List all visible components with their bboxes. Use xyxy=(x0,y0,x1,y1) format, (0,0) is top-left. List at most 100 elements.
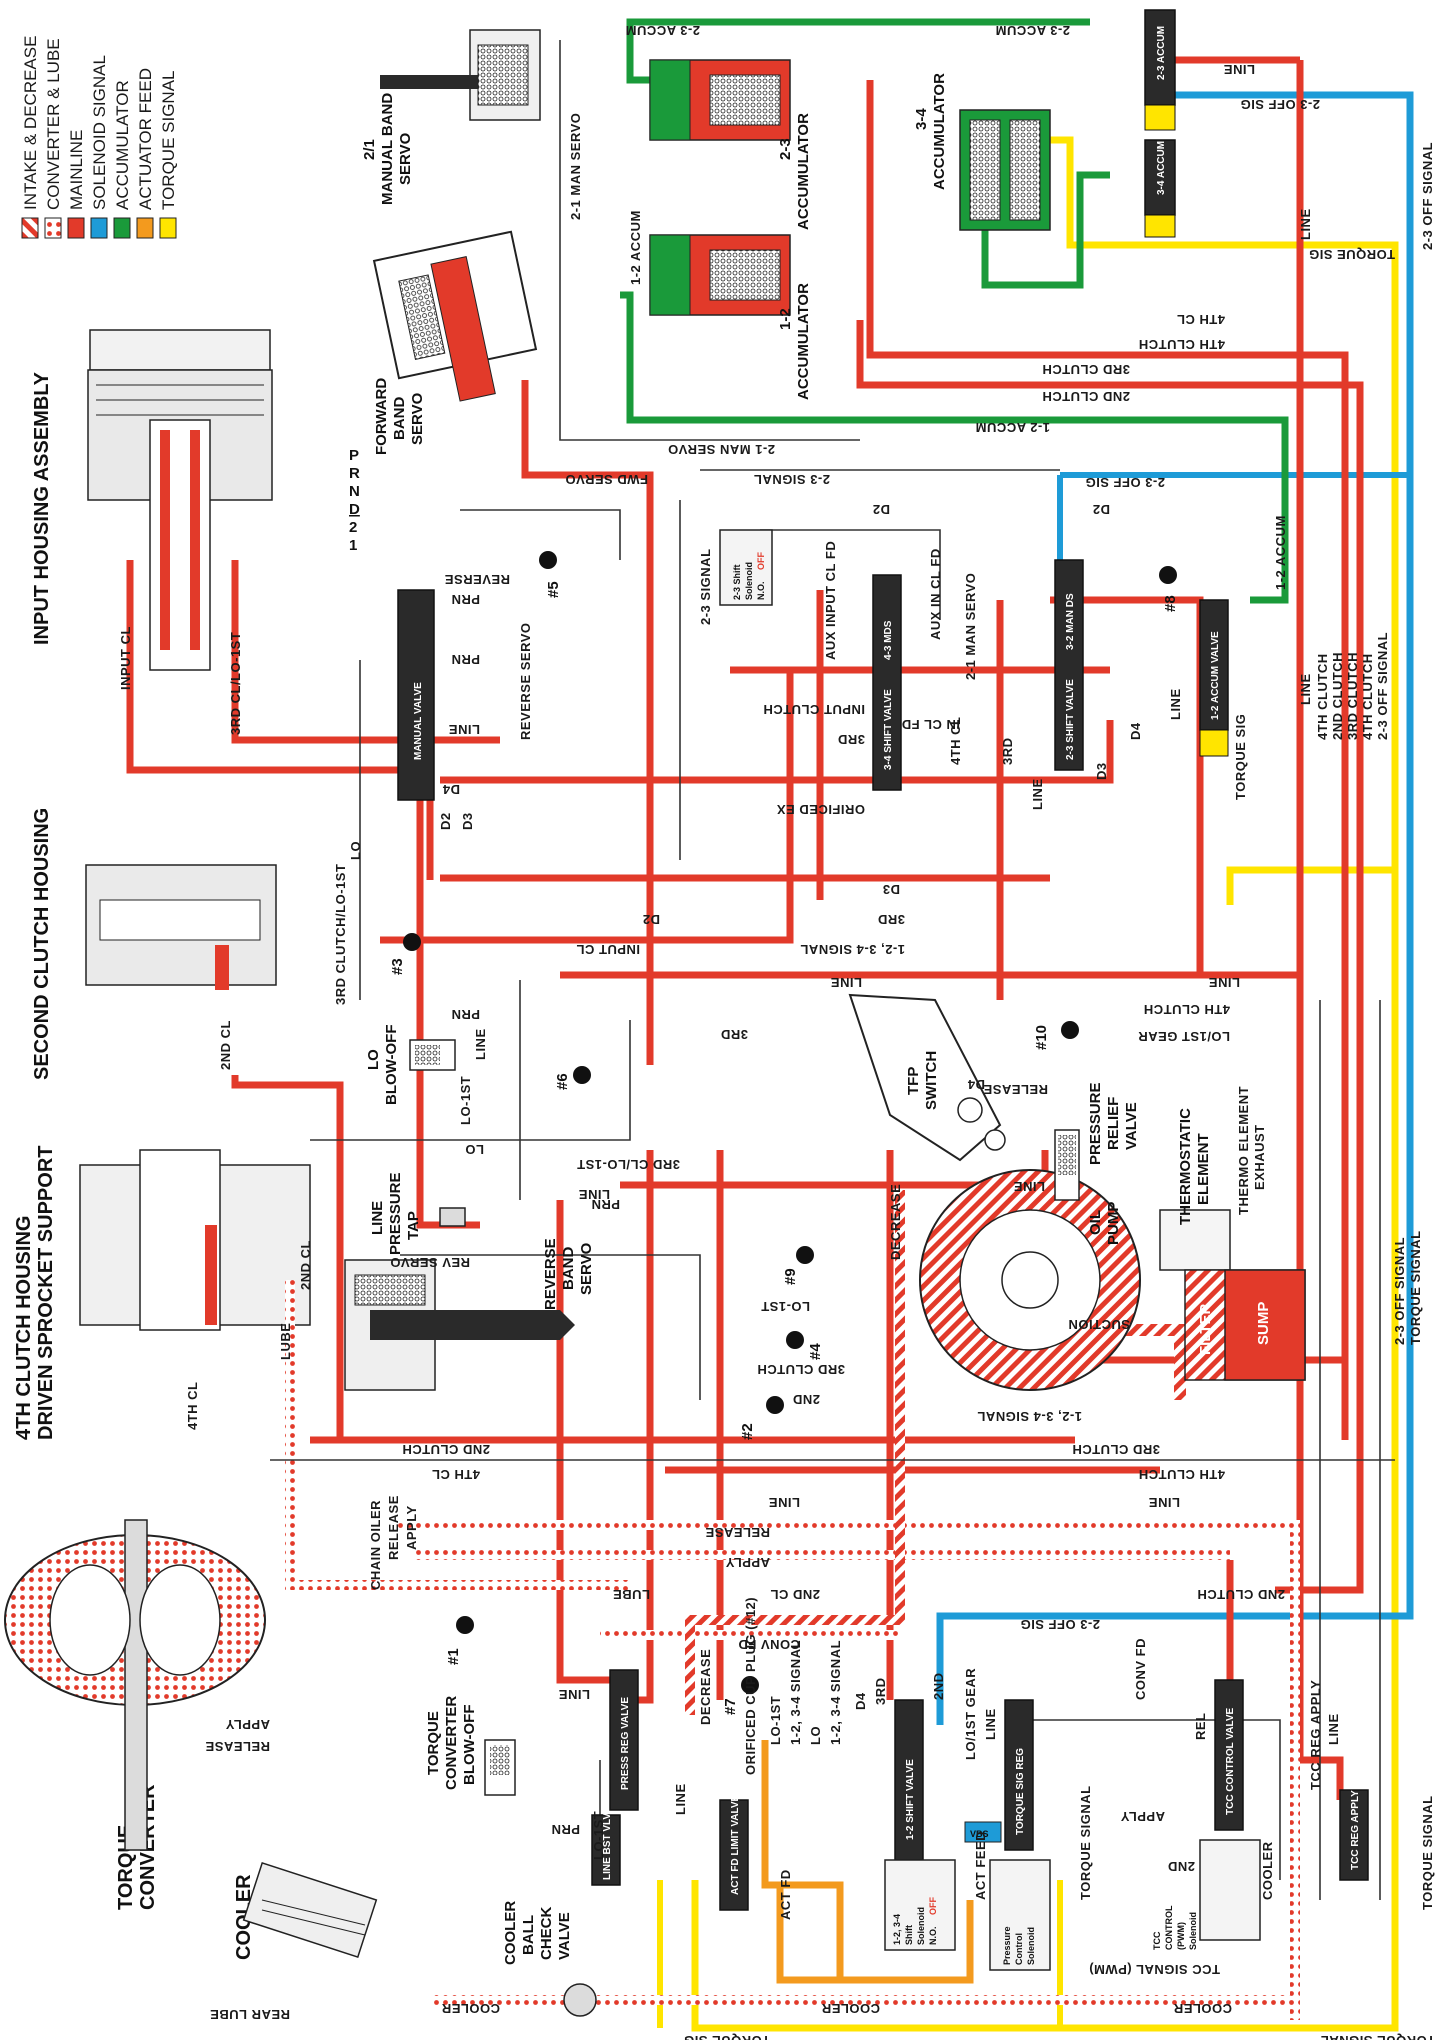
selector-pos-r[interactable]: R xyxy=(349,465,360,482)
accum-12-title-1: 1-2 xyxy=(777,308,794,330)
reverse-band-servo xyxy=(344,1259,575,1391)
forward-band-servo xyxy=(372,230,538,402)
accum-12-title-2: ACCUMULATOR xyxy=(795,283,812,400)
label-line-v3: LINE xyxy=(1168,688,1183,720)
label-3rd-lower: 3RD xyxy=(720,1027,748,1042)
legend-item-mainline: MAINLINE xyxy=(67,130,86,239)
label-3rdcl-lo1st: 3RD CL/LO-1ST xyxy=(577,1157,680,1172)
label-prn-3: PRN xyxy=(451,1007,480,1022)
label-4thcl-mid: 4TH CL xyxy=(948,717,963,766)
shift-23-valve[interactable]: 2-3 SHIFT VALVE 3-2 MAN DS xyxy=(1054,559,1084,771)
solenoid-12[interactable]: 1-2, 3-4 Shift Solenoid N.O. OFF xyxy=(884,1859,956,1951)
manual-band-servo xyxy=(380,29,541,121)
label-2ndcl-second: 2ND CL xyxy=(218,1020,233,1070)
label-2nd-mid: 2ND xyxy=(792,1392,820,1407)
label-d2-top-2: D2 xyxy=(1092,502,1110,517)
label-4thclutch-top: 4TH CLUTCH xyxy=(1138,337,1225,352)
title-fourth-clutch: 4TH CLUTCH HOUSING xyxy=(13,1216,35,1440)
legend-label: SOLENOID SIGNAL xyxy=(90,55,109,210)
forward-servo-label-2: BAND xyxy=(391,397,408,440)
mods-43-label: 4-3 MDS xyxy=(883,620,894,660)
label-line-lower3: LINE xyxy=(1148,1495,1180,1510)
accum-12-line xyxy=(620,291,1289,604)
line-boost-valve[interactable]: LINE BST VLV xyxy=(591,1813,621,1886)
press-reg-valve[interactable]: PRESS REG VALVE xyxy=(609,1669,639,1811)
label-2nd-lower-v: 2ND xyxy=(931,1672,946,1700)
check-ball-10: #10 xyxy=(1033,1021,1079,1050)
torque-reg-valve[interactable]: TORQUE SIG REG xyxy=(1004,1699,1034,1851)
label-convfd: CONV FD xyxy=(738,1637,800,1652)
tc-blowoff-label-2: CONVERTER xyxy=(443,1696,460,1790)
label-manservo-v2: 2-1 MAN SERVO xyxy=(963,573,978,680)
second-clutch-line xyxy=(856,320,1364,1594)
tcc-reg-label: TCC REG APPLY xyxy=(1350,1790,1361,1870)
label-2ndcl-left: 2ND CL xyxy=(298,1240,313,1290)
label-rel: REL xyxy=(1193,1713,1208,1741)
selector-pos-d[interactable]: D xyxy=(349,501,360,518)
label-2ndclutch-right: 2ND CLUTCH xyxy=(1197,1587,1285,1602)
tfp-label-2: SWITCH xyxy=(923,1051,940,1110)
selector-pos-1[interactable]: 1 xyxy=(349,537,357,554)
label-torquesig-top: TORQUE SIG xyxy=(1309,247,1395,262)
valves: MANUAL VALVE 2-3 ACCUM 3-4 ACCUM 3-4 SHI… xyxy=(397,9,1369,1911)
tcc-sol-name: TCC xyxy=(1152,1931,1162,1950)
accum-12-valve[interactable]: 1-2 ACCUM VALVE xyxy=(1199,599,1229,757)
tcc-reg-valve[interactable]: TCC REG APPLY xyxy=(1339,1789,1369,1881)
label-d4-v2: D4 xyxy=(1128,722,1143,740)
shift-23-label: 2-3 SHIFT VALVE xyxy=(1065,679,1076,760)
accum-23-label: 2-3 ACCUM xyxy=(1156,26,1167,80)
torque-signal-branch xyxy=(1226,866,1395,905)
tc-blowoff-label-1: TORQUE xyxy=(425,1711,442,1775)
legend-item-torque: TORQUE SIGNAL xyxy=(159,71,178,239)
pressreg-feed xyxy=(556,1200,610,1684)
accumulator-23 xyxy=(649,59,791,141)
thermo-exhaust-2: EXHAUST xyxy=(1252,1124,1267,1190)
label-d2-top: D2 xyxy=(872,502,890,517)
label-1234-lower: 1-2, 3-4 SIGNAL xyxy=(977,1409,1082,1424)
solenoid-23[interactable]: 2-3 Shift Solenoid N.O. OFF xyxy=(719,529,773,606)
label-line-v: LINE xyxy=(1298,208,1313,240)
label-inputcl-left: INPUT CL xyxy=(118,626,133,690)
thermo-label-1: THERMOSTATIC xyxy=(1177,1108,1194,1225)
legend-item-converter: CONVERTER & LUBE xyxy=(44,38,63,239)
lube-line xyxy=(285,1280,630,1590)
gear-selector[interactable]: 1 2 D N R P xyxy=(349,447,360,554)
label-4thclutch-v: 4TH CLUTCH xyxy=(1315,653,1330,740)
label-line-v2: LINE xyxy=(1030,778,1045,810)
shift-34-label: 3-4 SHIFT VALVE xyxy=(883,689,894,770)
check-ball-label: #5 xyxy=(545,581,562,598)
pressure-control-solenoid[interactable]: VBS Pressure Control Solenoid xyxy=(964,1821,1051,1971)
forward-servo-label-3: SERVO xyxy=(409,392,426,445)
tcc-control-valve[interactable]: TCC CONTROL VALVE xyxy=(1214,1679,1244,1831)
filter-label: FILTER xyxy=(1197,1303,1214,1355)
label-3rd-v: 3RD xyxy=(1000,737,1015,765)
label-accum12-v: 1-2 ACCUM xyxy=(628,210,643,285)
accumulator-12 xyxy=(649,234,791,316)
act-fd-valve[interactable]: ACT FD LIMIT VALVE xyxy=(719,1794,749,1911)
label-decrease: DECREASE xyxy=(698,1649,713,1725)
label-release-left: RELEASE xyxy=(386,1495,401,1560)
legend-label: MAINLINE xyxy=(67,130,86,210)
lo-blowoff-label-1: LO xyxy=(365,1049,382,1070)
label-torquesig-mid: TORQUE SIG xyxy=(1233,714,1248,800)
selector-pos-2[interactable]: 2 xyxy=(349,519,357,536)
tcc-solenoid[interactable]: TCC CONTROL (PWM) Solenoid xyxy=(1152,1839,1261,1950)
label-prn-2: PRN xyxy=(451,652,480,667)
shift-12-valve[interactable]: 1-2 SHIFT VALVE xyxy=(894,1699,924,1861)
selector-pos-n[interactable]: N xyxy=(349,483,360,500)
shift-34-valve[interactable]: 3-4 SHIFT VALVE 4-3 MDS xyxy=(872,574,902,791)
label-orificed: ORIFICED EX xyxy=(776,802,865,817)
reverse-servo-label-3: SERVO xyxy=(578,1242,595,1295)
label-auxinput: AUX INPUT CL FD xyxy=(823,541,838,660)
label-manservo-v: 2-1 MAN SERVO xyxy=(568,113,583,220)
label-4thclutch-lower: 4TH CLUTCH xyxy=(1138,1467,1225,1482)
label-2ndclutch-lower: 2ND CLUTCH xyxy=(402,1442,490,1457)
accum-34-valve[interactable]: 3-4 ACCUM xyxy=(1144,139,1176,238)
label-lo1stgear-v: LO/1ST GEAR xyxy=(963,1668,978,1760)
accum-23-valve[interactable]: 2-3 ACCUM xyxy=(1144,9,1176,131)
manual-valve[interactable]: MANUAL VALVE xyxy=(397,589,435,801)
shift-12-feed xyxy=(716,1150,894,1700)
selector-pos-p[interactable]: P xyxy=(349,447,359,464)
check-ball-label: #6 xyxy=(554,1073,571,1090)
label-lube-left: LUBE xyxy=(278,1323,293,1360)
